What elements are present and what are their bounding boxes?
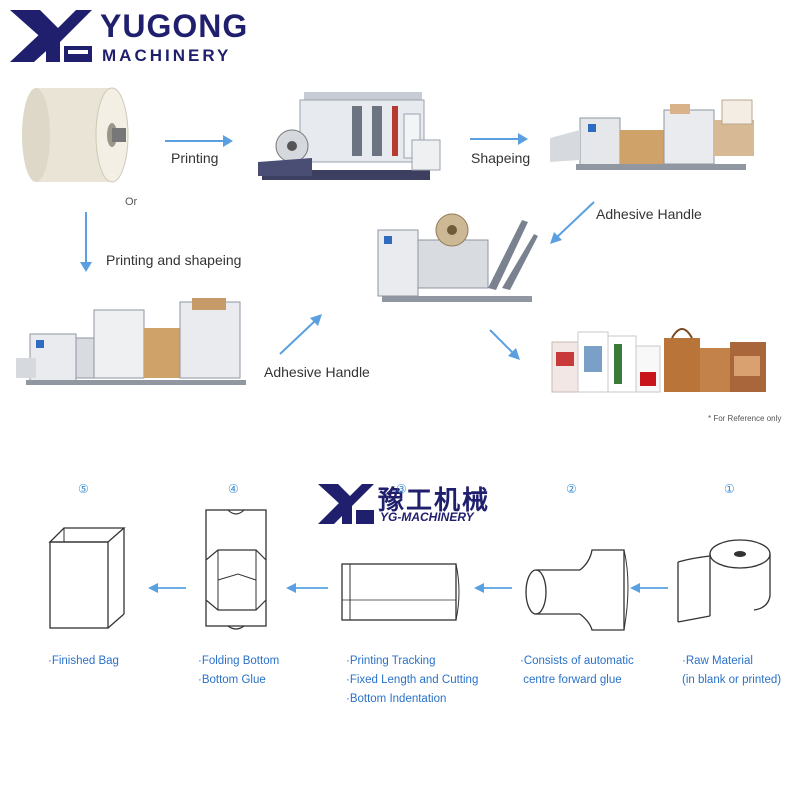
reference-note: * For Reference only [708,414,782,423]
handle-machine-image [377,213,538,302]
caption-line: ·Printing Tracking [346,655,436,667]
yugong-logo-icon [10,10,92,62]
arrow-left-icon [286,583,328,593]
caption-step-2: ·Consists of automatic centre forward gl… [520,652,634,690]
caption-line: (in blank or printed) [682,674,782,686]
caption-line: ·Consists of automatic [520,655,634,667]
step-number-5: ⑤ [78,482,89,496]
arrow-right-icon [470,133,528,145]
combined-machine-image [16,298,246,385]
arrow-right-icon [165,135,233,147]
caption-step-4: ·Folding Bottom ·Bottom Glue [198,652,279,690]
arrow-left-icon [630,583,668,593]
finished-bag-drawing [48,527,126,629]
or-label: Or [125,196,138,208]
arrow-down-right-icon [489,329,520,360]
glue-forming-drawing [525,549,629,631]
brand-logo: YUGONG MACHINERY [6,6,256,68]
raw-roll-drawing [677,539,771,623]
step-number-2: ② [566,482,577,496]
caption-line: ·Bottom Glue [198,674,266,686]
printing-label: Printing [171,150,219,166]
brand-tagline: MACHINERY [102,46,232,65]
tube-drawing [341,563,460,621]
paper-roll-image [22,87,129,183]
caption-line: ·Finished Bag [48,655,119,667]
yg-logo-en: YG-MACHINERY [380,510,474,524]
step-number-3: ③ [396,482,407,496]
brand-name: YUGONG [100,8,249,44]
caption-line: ·Raw Material [682,655,753,667]
printing-and-shapeing-label: Printing and shapeing [106,252,242,268]
caption-step-5: ·Finished Bag [48,652,119,671]
printing-machine-image [258,92,441,180]
arrow-down-icon [80,212,92,272]
shaping-machine-image [550,99,754,170]
arrow-left-icon [148,583,186,593]
caption-line: ·Bottom Indentation [346,693,447,705]
paper-bags-image [551,328,766,393]
caption-step-3: ·Printing Tracking ·Fixed Length and Cut… [346,652,478,709]
yg-logo-icon [318,484,374,524]
folding-bottom-drawing [205,509,267,630]
yg-logo-cn: 豫工机械 [378,486,491,516]
step-number-4: ④ [228,482,239,496]
yg-logo: 豫工机械 YG-MACHINERY [316,482,496,526]
caption-step-1: ·Raw Material (in blank or printed) [682,652,781,690]
caption-line: ·Folding Bottom [198,655,280,667]
adhesive-handle-left-label: Adhesive Handle [264,364,370,380]
arrow-down-left-icon [550,201,595,244]
adhesive-handle-right-label: Adhesive Handle [596,206,702,222]
step-number-1: ① [724,482,735,496]
caption-line: centre forward glue [520,674,622,686]
arrow-left-icon [474,583,512,593]
shapeing-label: Shapeing [471,150,531,166]
caption-line: ·Fixed Length and Cutting [346,674,479,686]
arrow-up-right-icon [279,314,322,355]
